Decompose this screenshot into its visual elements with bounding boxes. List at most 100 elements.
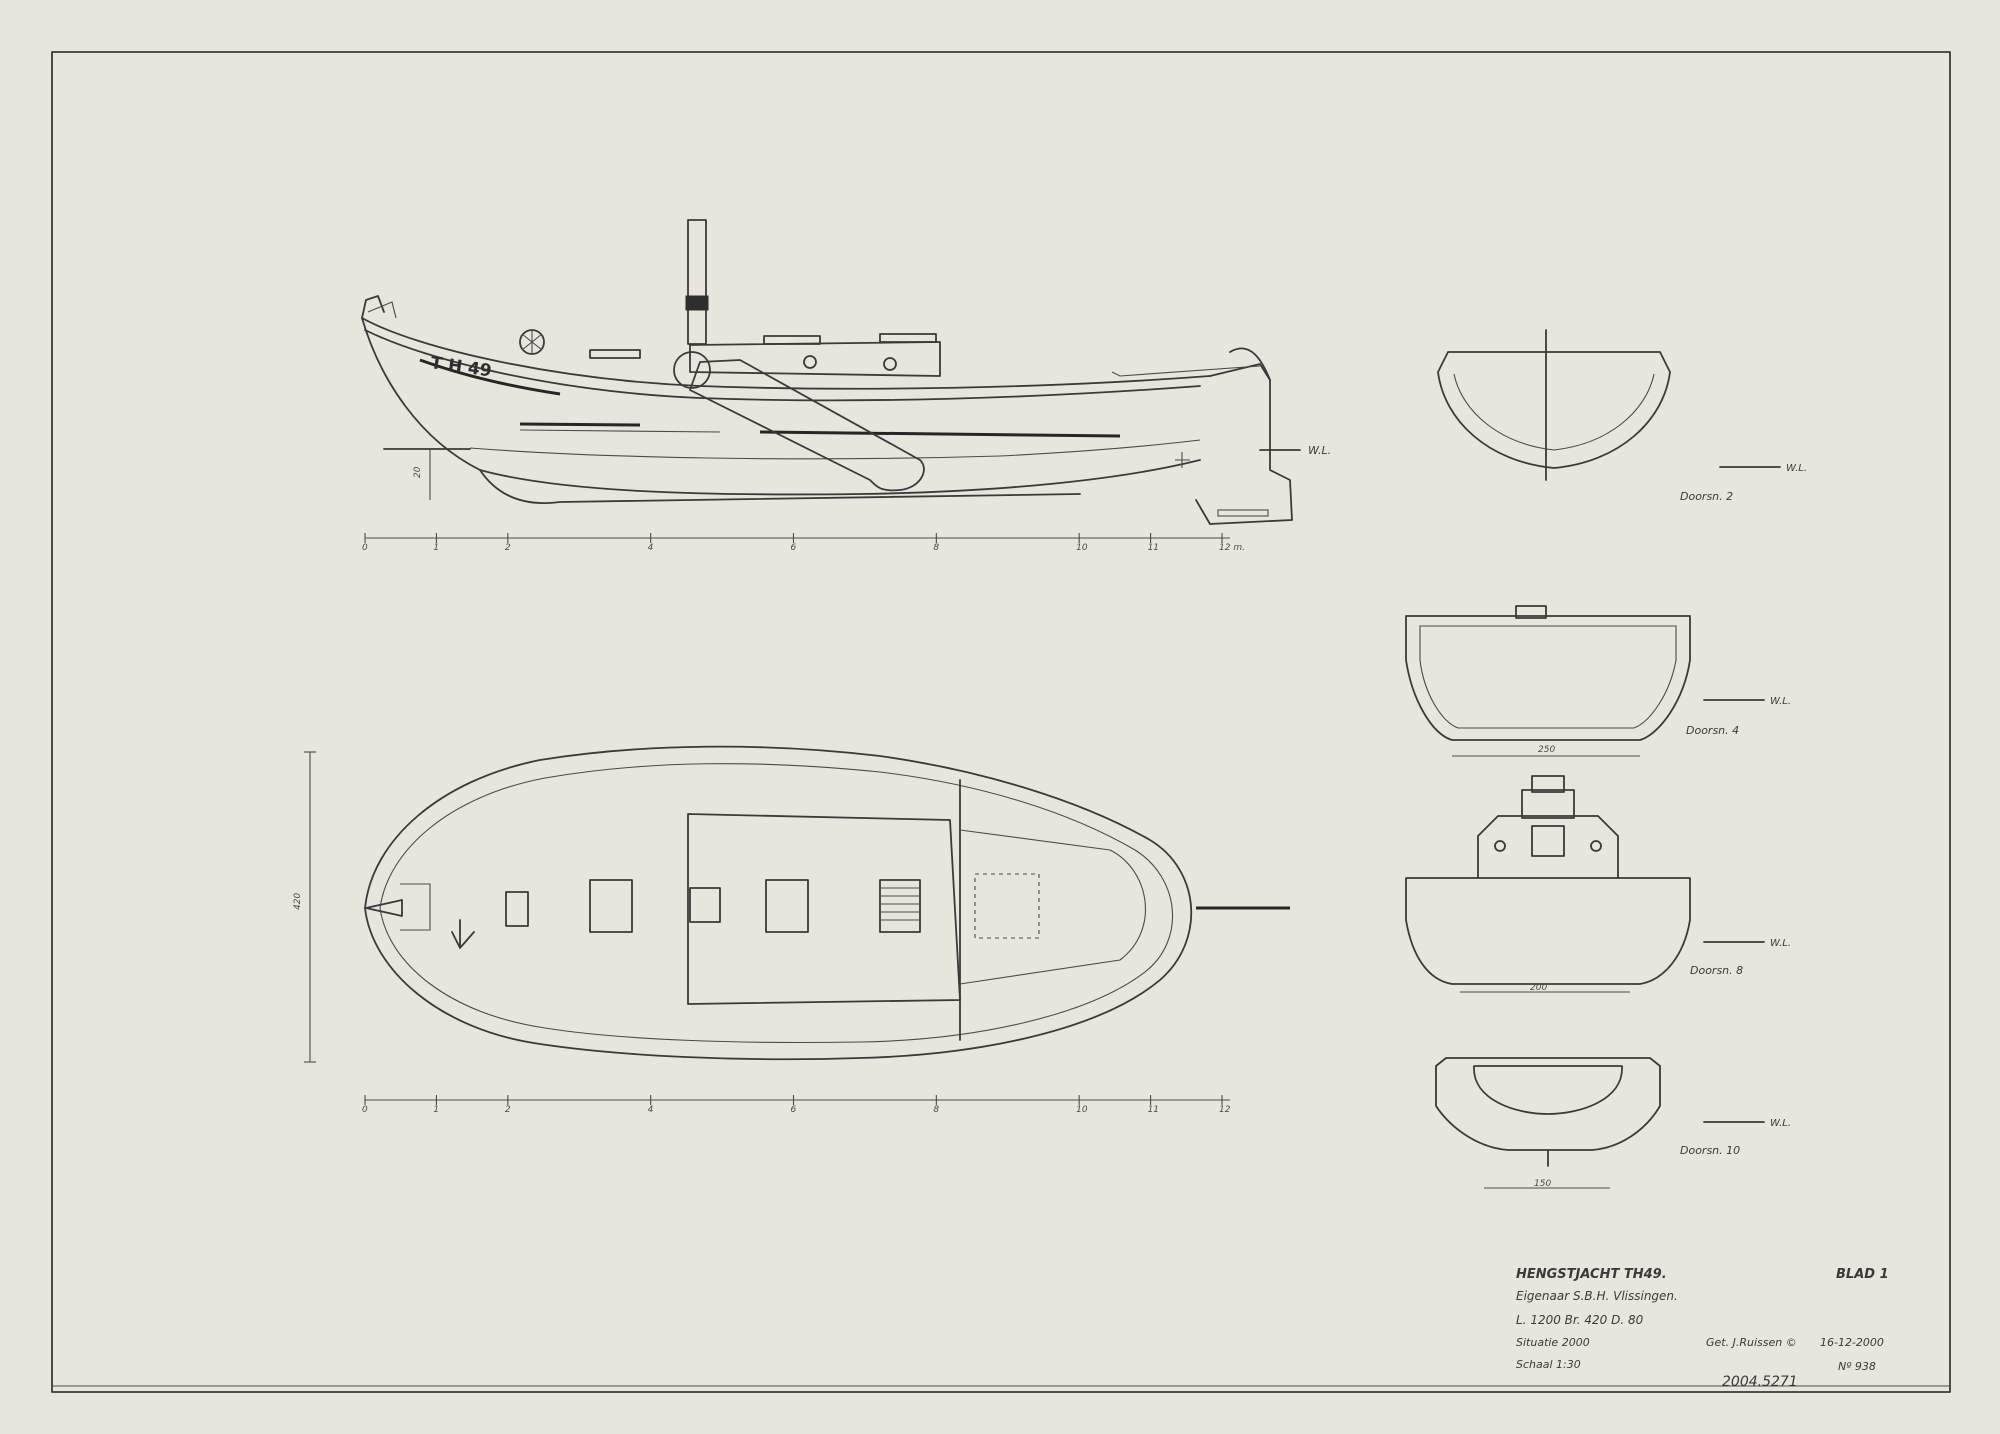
deckhouse-hatch-2 bbox=[879, 333, 937, 343]
rudder-fitting bbox=[1217, 509, 1269, 517]
profile-scale-tick-label: 11 bbox=[1148, 543, 1159, 553]
leeboard-pivot bbox=[673, 351, 711, 389]
rudder-head bbox=[1229, 347, 1271, 381]
tiller bbox=[1111, 365, 1261, 377]
section-4-width: 250 bbox=[1538, 745, 1555, 755]
profile-scale-tick-label: 8 bbox=[933, 543, 939, 553]
plan-scale-tick-label: 12 bbox=[1219, 1105, 1231, 1115]
porthole-2 bbox=[883, 357, 897, 371]
section-2-wl-label: W.L. bbox=[1786, 463, 1807, 474]
bow-wale bbox=[419, 358, 561, 396]
owner: Eigenaar S.B.H. Vlissingen. bbox=[1516, 1289, 1678, 1303]
mast-partner bbox=[689, 887, 721, 923]
section-8-width: 200 bbox=[1530, 983, 1547, 993]
profile-scale-tick-label: 2 bbox=[505, 543, 511, 553]
mast-band bbox=[685, 295, 709, 311]
profile-wl-label: W.L. bbox=[1308, 444, 1331, 457]
deckhouse bbox=[689, 341, 941, 377]
plan-scale-tick-label: 4 bbox=[648, 1105, 654, 1115]
wale-stroke-1 bbox=[519, 422, 641, 427]
drawing-date: 16-12-2000 bbox=[1820, 1336, 1884, 1349]
section-4-coaming bbox=[1515, 605, 1547, 619]
section-10-wl-label: W.L. bbox=[1770, 1118, 1791, 1129]
plan-scale-tick-label: 11 bbox=[1148, 1105, 1159, 1115]
border-frame bbox=[51, 51, 1951, 1393]
plan-scale-tick-label: 0 bbox=[362, 1105, 368, 1115]
section-4-label: Doorsn. 4 bbox=[1686, 724, 1739, 737]
title: HENGSTJACHT TH49. bbox=[1516, 1267, 1667, 1282]
profile-scale-tick-label: 10 bbox=[1076, 543, 1088, 553]
plan-scale-tick-label: 6 bbox=[791, 1105, 797, 1115]
section-10-well bbox=[1473, 1065, 1623, 1115]
hatch-1 bbox=[589, 879, 633, 933]
rubbing-strake bbox=[519, 429, 721, 433]
dimensions: L. 1200 Br. 420 D. 80 bbox=[1516, 1313, 1644, 1327]
section-10-label: Doorsn. 10 bbox=[1680, 1144, 1740, 1157]
section-4-inner bbox=[1419, 625, 1677, 729]
profile-scale-tick-label: 0 bbox=[362, 543, 368, 553]
leeboard bbox=[689, 359, 925, 492]
section-10-hull bbox=[1435, 1057, 1661, 1151]
scale: Schaal 1:30 bbox=[1516, 1358, 1581, 1371]
plan-scale-tick-label: 1 bbox=[433, 1105, 439, 1115]
sheer-line bbox=[361, 317, 1211, 390]
section-10-width: 150 bbox=[1534, 1179, 1551, 1189]
section-8: W.L. Doorsn. 8 200 bbox=[1405, 775, 1791, 993]
plan-scale-tick-label: 2 bbox=[505, 1105, 511, 1115]
porthole-1 bbox=[803, 355, 817, 369]
hatch-2 bbox=[765, 879, 809, 933]
hull-bottom bbox=[361, 317, 1201, 496]
section-2-inner bbox=[1453, 373, 1655, 451]
plan-scale-tick-label: 8 bbox=[933, 1105, 939, 1115]
stem-ornament bbox=[367, 301, 397, 319]
sheet-number: BLAD 1 bbox=[1836, 1267, 1889, 1282]
section-2-label: Doorsn. 2 bbox=[1680, 490, 1733, 503]
title-block: HENGSTJACHT TH49. BLAD 1 Eigenaar S.B.H.… bbox=[1516, 1267, 1889, 1390]
section-8-mast bbox=[1531, 775, 1565, 793]
section-8-label: Doorsn. 8 bbox=[1690, 964, 1743, 977]
deckhouse-hatch-1 bbox=[763, 335, 821, 345]
keel-line bbox=[479, 469, 1081, 504]
profile-scale-tick-label: 6 bbox=[791, 543, 797, 553]
beam-dim: 420 bbox=[293, 893, 303, 910]
section-4-wl-label: W.L. bbox=[1770, 696, 1791, 707]
windlass-plan bbox=[505, 891, 529, 927]
rudder bbox=[1195, 363, 1293, 525]
section-8-doors bbox=[1531, 825, 1565, 857]
section-4-hull bbox=[1405, 615, 1691, 741]
cockpit-hatch-dashed bbox=[974, 873, 1040, 939]
profile-scale-tick-label: 4 bbox=[648, 543, 654, 553]
anchor bbox=[451, 919, 475, 949]
windlass-spokes bbox=[521, 330, 543, 354]
plan-scale-tick-label: 10 bbox=[1076, 1105, 1088, 1115]
propeller bbox=[1175, 452, 1190, 468]
inner-gunwale bbox=[379, 763, 1174, 1044]
drawn-by: Get. J.Ruissen © bbox=[1706, 1336, 1797, 1349]
gunwale-line bbox=[364, 329, 1201, 402]
archive-number: 2004.5271 bbox=[1722, 1374, 1798, 1390]
section-8-porthole-left bbox=[1494, 840, 1506, 852]
section-8-hull bbox=[1405, 877, 1691, 985]
hull-outline bbox=[364, 745, 1193, 1061]
section-10: W.L. Doorsn. 10 150 bbox=[1435, 1057, 1791, 1189]
mast-stump bbox=[687, 219, 707, 345]
foredeck-grating bbox=[400, 883, 431, 931]
deck-hatch bbox=[589, 349, 641, 359]
wale-stroke-2 bbox=[759, 430, 1121, 438]
hull-chine bbox=[469, 439, 1201, 460]
section-2-hull bbox=[1437, 351, 1671, 469]
grating-lines bbox=[880, 887, 920, 921]
section-4: W.L. Doorsn. 4 250 bbox=[1405, 605, 1791, 757]
profile-scale-tick-label: 12 m. bbox=[1219, 543, 1245, 553]
stem-head bbox=[361, 295, 385, 319]
cockpit-well bbox=[959, 829, 1146, 985]
drawing-number: Nº 938 bbox=[1838, 1360, 1876, 1373]
hatch-grating bbox=[879, 879, 921, 933]
section-8-deckhouse bbox=[1477, 815, 1619, 879]
